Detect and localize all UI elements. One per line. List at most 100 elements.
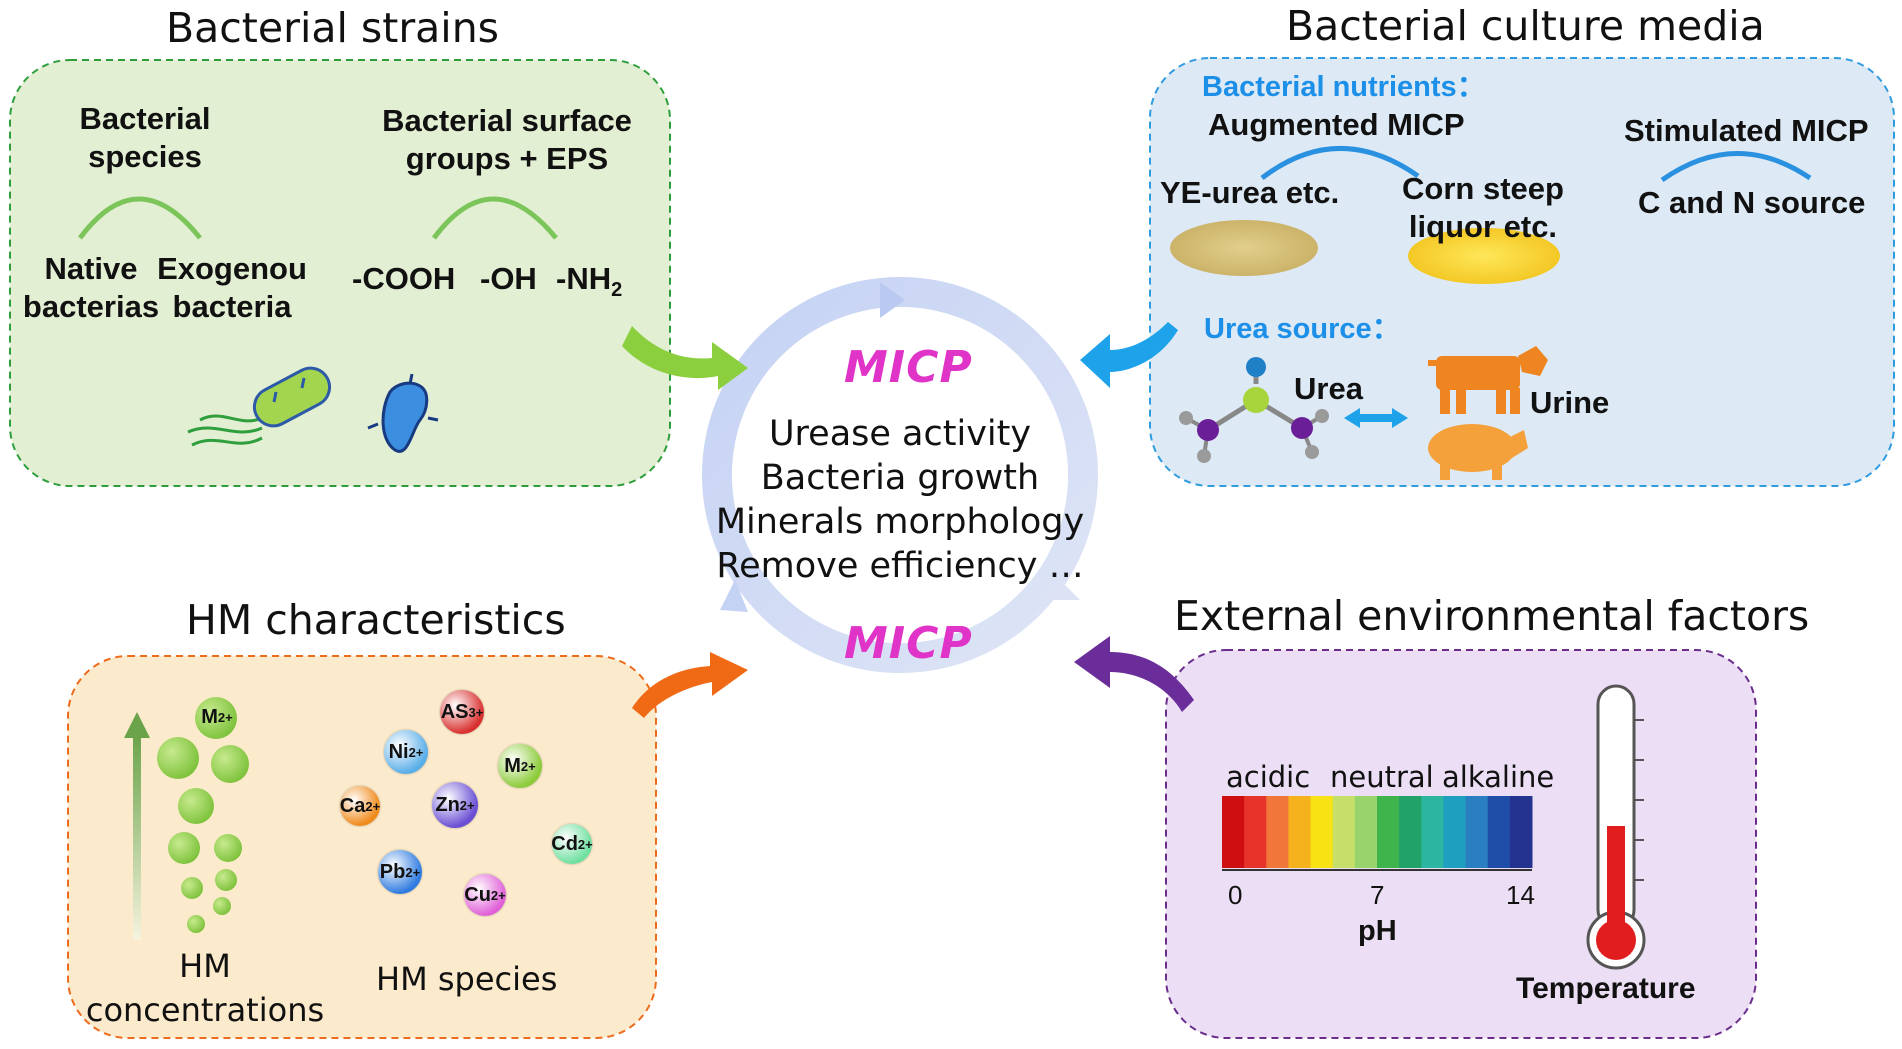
ph-segment-0	[1222, 796, 1245, 868]
nh-subscript: 2	[611, 279, 623, 302]
ph-segment-3	[1288, 796, 1312, 868]
surface-groups-label: Bacterial surface groups + EPS	[370, 102, 644, 178]
ph-segment-1	[1244, 796, 1267, 868]
species-line2: species	[88, 139, 202, 174]
center-line-growth: Bacteria growth	[760, 458, 1040, 498]
urine-label: Urine	[1530, 385, 1610, 420]
ring-arrowhead-left	[720, 580, 748, 612]
corn-powder-image	[1408, 228, 1560, 284]
title-hm-characteristics: HM characteristics	[186, 596, 566, 644]
center-line-morphology: Minerals morphology	[715, 502, 1085, 542]
exogenous-bacteria-label: Exogenou bacteria	[150, 250, 314, 326]
concentration-balls	[157, 697, 249, 933]
group-oh: -OH	[480, 261, 537, 296]
ion-charge: 3+	[468, 704, 484, 720]
urea-molecule-icon	[1179, 357, 1329, 463]
exo-line1: Exogenou	[157, 251, 307, 286]
ph-segment-8	[1399, 796, 1422, 868]
ph-segment-6	[1354, 796, 1378, 868]
augmented-micp-label: Augmented MICP	[1208, 107, 1465, 142]
ion-base: AS	[440, 700, 469, 723]
purple-arrow	[1074, 636, 1194, 712]
ph-segment-2	[1266, 796, 1289, 868]
native-bacteria-label: Native bacterias	[16, 250, 166, 326]
augmented-arc	[1260, 146, 1420, 180]
cn-source-label: C and N source	[1638, 185, 1866, 220]
ion-base: Cd	[551, 832, 578, 855]
group-nh: -NH	[556, 261, 612, 296]
ph-tick-0: 0	[1228, 880, 1243, 910]
ion-charge: 2+	[577, 836, 593, 852]
surface-line1: Bacterial surface	[382, 103, 632, 138]
ion-base: M	[504, 754, 521, 777]
surface-arc	[431, 196, 558, 240]
ring-arrowhead-right	[1040, 580, 1080, 600]
thermometer-icon	[1586, 684, 1646, 970]
corn-line1: Corn steep	[1402, 171, 1564, 206]
ion-charge: 2+	[408, 744, 424, 760]
ph-label: pH	[1358, 915, 1397, 947]
ring-arrowhead-top	[880, 282, 905, 318]
species-line1: Bacterial	[79, 101, 211, 136]
ph-segment-12	[1487, 796, 1511, 868]
orange-arrow	[632, 652, 748, 718]
hm-concentrations-label: HM concentrations	[70, 944, 340, 1032]
ph-segment-13	[1509, 796, 1533, 868]
conc-line1: HM	[179, 947, 231, 985]
ph-segment-4	[1310, 796, 1334, 868]
urea-source-label: Urea source：	[1204, 313, 1401, 345]
nutrients-label: Bacterial nutrients：	[1202, 71, 1486, 103]
surface-line2: groups + EPS	[405, 141, 609, 176]
native-line1: Native	[44, 251, 138, 286]
title-bacterial-strains: Bacterial strains	[166, 4, 500, 52]
stimulated-micp-label: Stimulated MICP	[1624, 113, 1869, 148]
hm-species-label: HM species	[376, 960, 558, 998]
ph-segment-5	[1332, 796, 1356, 868]
exo-line2: bacteria	[172, 289, 292, 324]
title-external-factors: External environmental factors	[1174, 592, 1810, 640]
ph-segment-9	[1421, 796, 1444, 868]
ph-segment-10	[1443, 796, 1467, 868]
cow-icon	[1428, 346, 1548, 414]
ye-powder-image	[1170, 220, 1318, 276]
ion-charge: 2+	[365, 798, 381, 814]
micp-cycle-ring	[702, 277, 1098, 673]
ion-base: Ni	[388, 740, 409, 763]
double-arrow-icon	[1344, 408, 1408, 428]
species-label: Bacterial species	[60, 100, 230, 176]
alkaline-label: alkaline	[1442, 760, 1555, 794]
corn-line2: liquor etc.	[1408, 209, 1558, 244]
neutral-label: neutral	[1330, 760, 1434, 794]
stimulated-arc	[1660, 151, 1812, 183]
ion-charge: 2+	[490, 887, 506, 903]
ion-base: Ca	[339, 794, 366, 817]
corn-steep-label: Corn steep liquor etc.	[1388, 170, 1578, 246]
blue-arrow	[1080, 322, 1178, 388]
ph-scale	[1222, 796, 1533, 868]
green-arrow	[622, 326, 748, 390]
species-arc	[77, 196, 202, 240]
title-culture-media: Bacterial culture media	[1286, 2, 1765, 50]
ion-charge: 2+	[459, 797, 475, 813]
ion-base: Pb	[379, 860, 406, 883]
conc-line2: concentrations	[85, 991, 325, 1029]
ion-base: Zn	[435, 793, 460, 816]
temperature-label: Temperature	[1516, 972, 1696, 1005]
cocci-bacterium-icon	[367, 373, 439, 453]
bacterial-strains-box	[9, 59, 671, 487]
ion-m-top-base: M	[201, 705, 218, 728]
ph-segment-7	[1377, 796, 1400, 868]
center-line-efficiency: Remove efficiency …	[716, 546, 1084, 586]
ph-segment-11	[1465, 796, 1489, 868]
ph-tick-7: 7	[1370, 880, 1385, 910]
ion-charge: 2+	[520, 758, 536, 774]
ye-urea-label: YE-urea etc.	[1160, 175, 1340, 210]
